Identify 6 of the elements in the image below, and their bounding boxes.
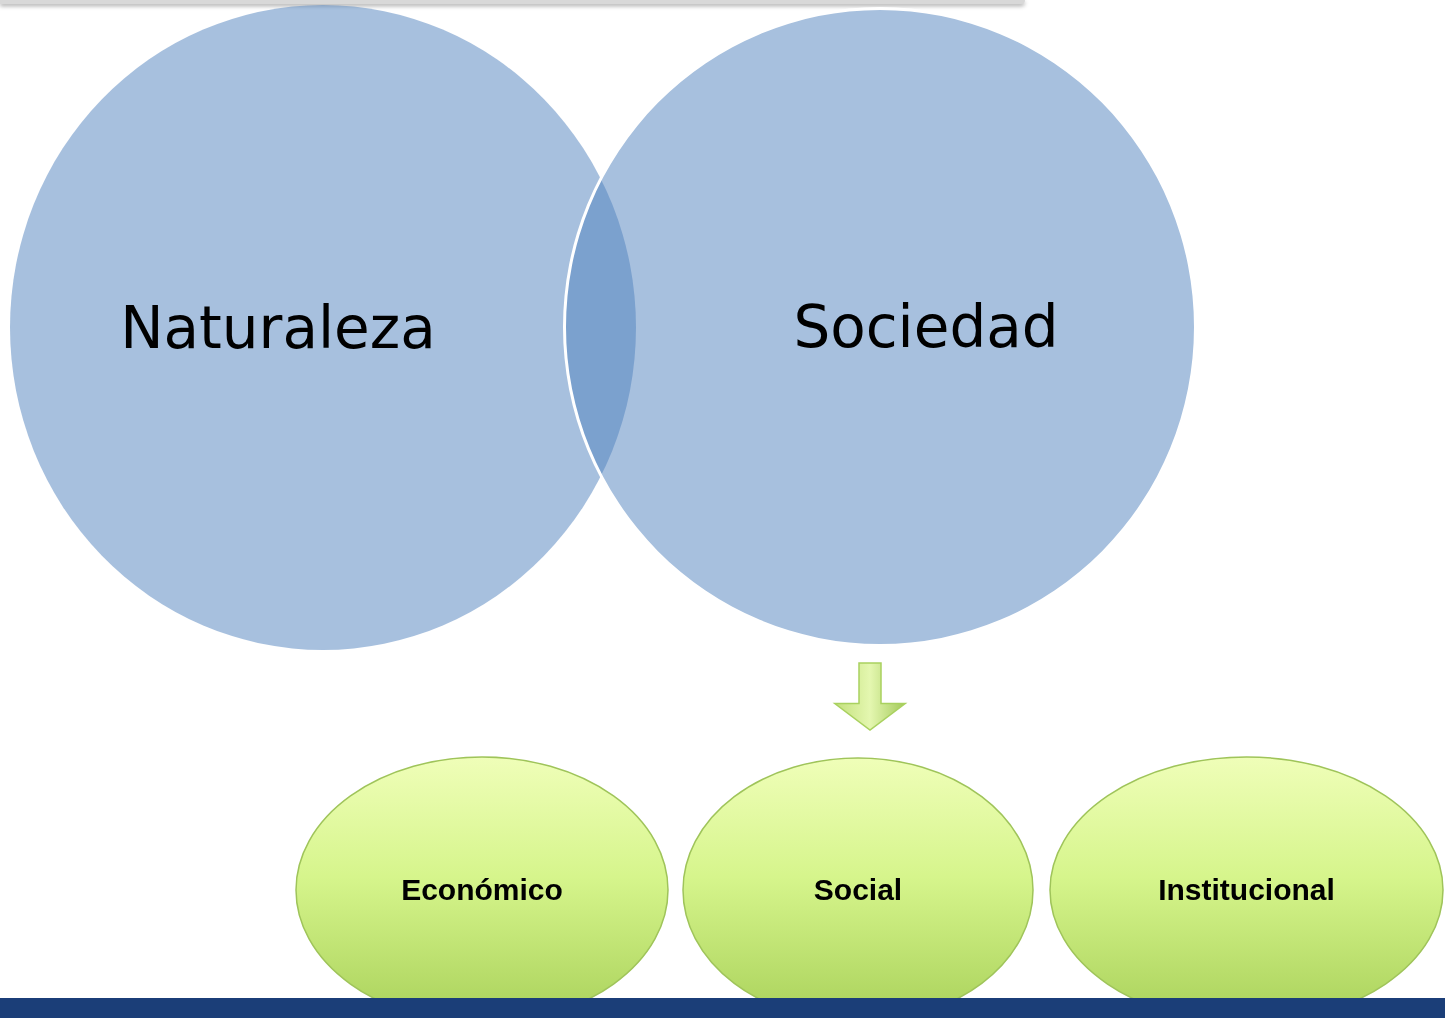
category-label: Económico [400, 873, 564, 907]
set-label: Sociedad [793, 293, 1059, 361]
category-label: Social [812, 873, 904, 907]
category-label: Institucional [1157, 873, 1336, 907]
down-arrow [832, 662, 908, 731]
set-label: Naturaleza [120, 293, 436, 362]
